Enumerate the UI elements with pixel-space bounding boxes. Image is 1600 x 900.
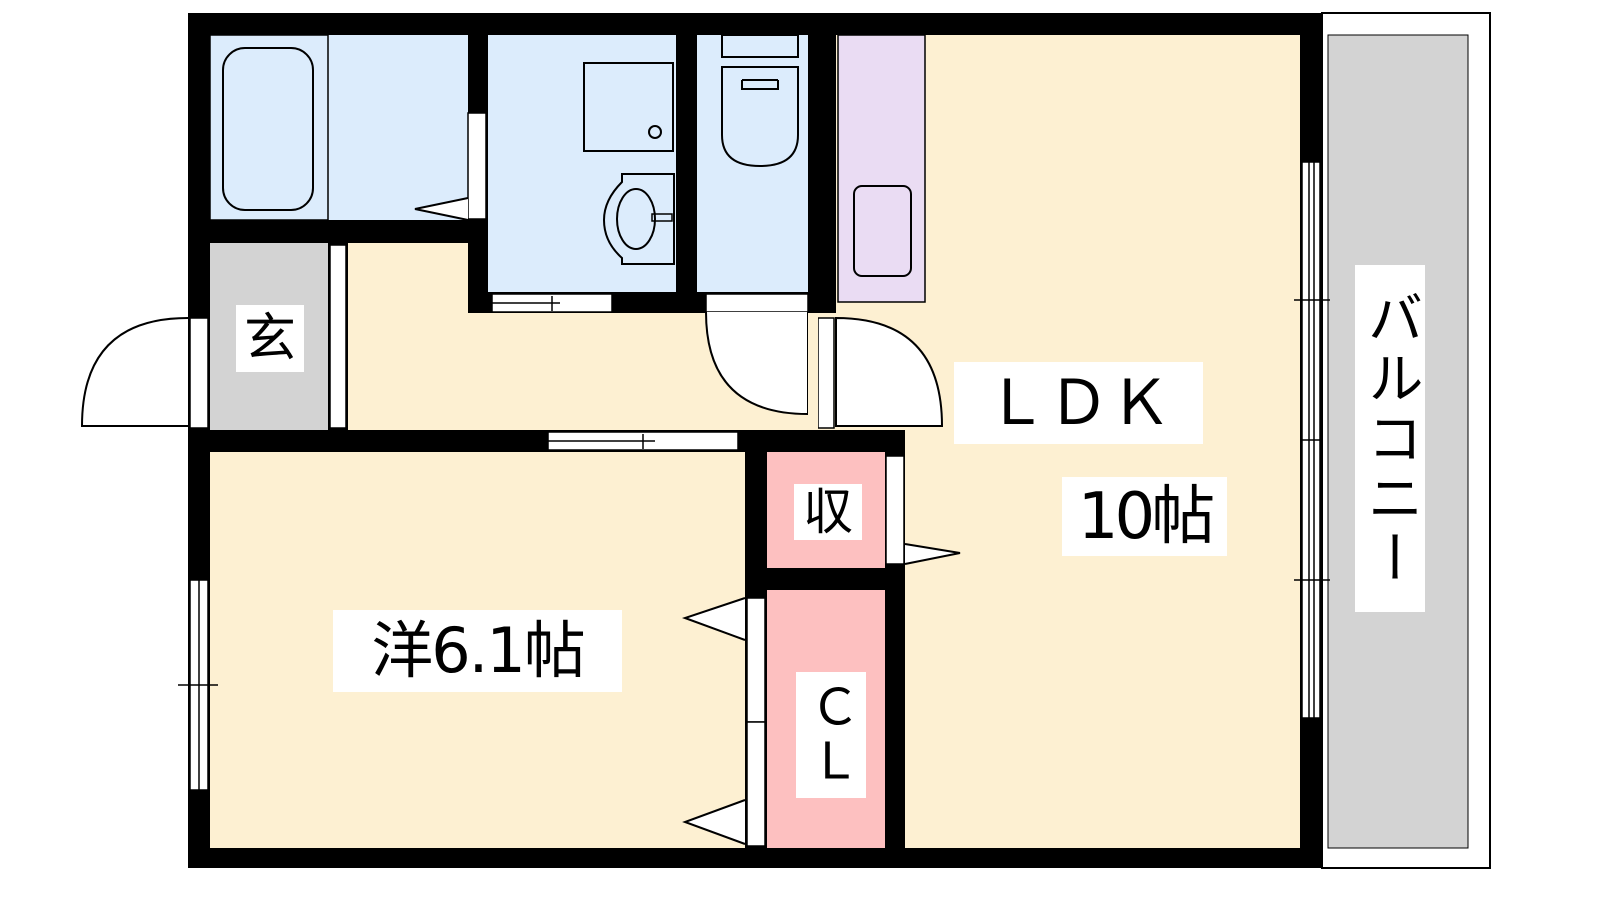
front-door-frame (189, 317, 209, 429)
toilet-bowl-icon (721, 66, 799, 168)
faucet-icon (651, 213, 673, 222)
entrance-label: 玄 (236, 305, 304, 372)
closet-door-swing-icon (682, 799, 746, 845)
closet-door-lower (746, 721, 766, 847)
closet-door-upper (746, 597, 766, 723)
western-sliding-door (547, 431, 739, 451)
entrance-sliding-door (329, 244, 347, 429)
storage-door-swing-icon (904, 543, 961, 565)
washroom (488, 35, 676, 292)
drain-icon (648, 125, 662, 139)
bath-door (467, 112, 487, 220)
western-room-label: 洋6.1帖 (333, 610, 622, 692)
bath-door-swing-icon (414, 197, 469, 221)
closet-label: ＣＬ (796, 672, 866, 798)
balcony-label: バルコニー (1355, 265, 1425, 612)
washbasin-icon (602, 173, 675, 265)
hallway (348, 243, 468, 430)
ldk-door-swing-icon (835, 316, 944, 427)
sink-icon (853, 185, 912, 277)
toilet-door-frame (705, 293, 809, 313)
hall-wall-gap (808, 313, 818, 430)
toilet-tank-icon (721, 34, 799, 58)
ldk-label: ＬＤＫ (954, 362, 1203, 444)
balcony-window (1294, 161, 1330, 719)
front-door-swing-icon (80, 317, 189, 427)
washbasin-bowl-icon (616, 188, 656, 250)
bathroom (210, 35, 468, 220)
storage-door (885, 455, 905, 565)
wall (738, 430, 905, 452)
closet-door-swing-icon (681, 597, 746, 641)
toilet-room (697, 35, 808, 292)
ldk-size-label: 10帖 (1062, 477, 1227, 556)
bathtub-outline (209, 34, 329, 221)
ldk-door-frame (817, 317, 835, 429)
bathtub-icon (222, 47, 314, 211)
washing-machine-icon (583, 62, 674, 152)
wall (767, 568, 885, 590)
storage-label: 収 (794, 484, 862, 540)
washroom-sliding-door (491, 293, 613, 313)
toilet-door-swing-icon (705, 311, 809, 416)
western-window (178, 579, 218, 791)
